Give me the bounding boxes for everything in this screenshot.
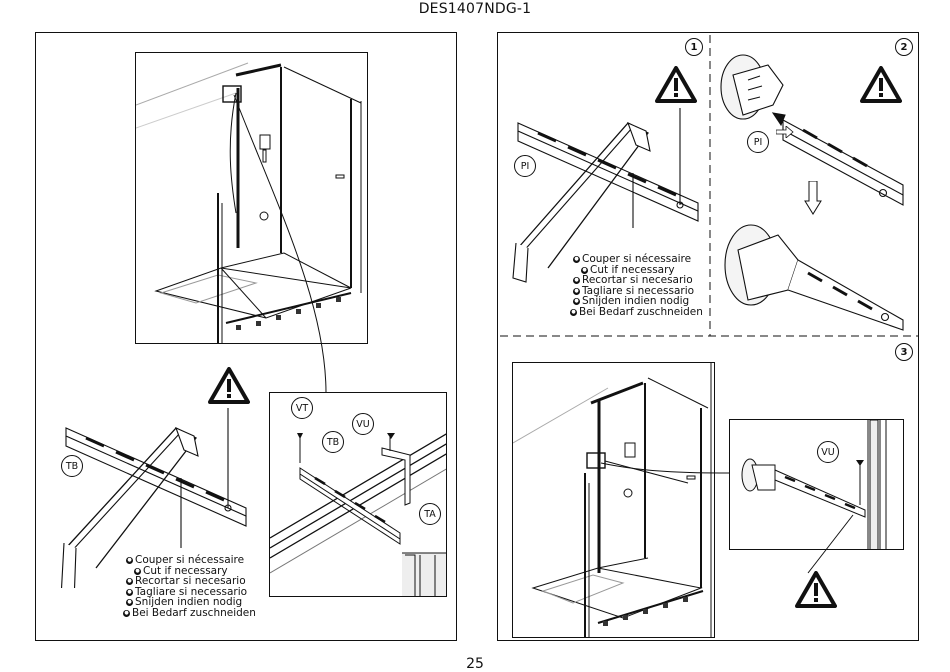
document-code: DES1407NDG-1 (418, 1, 532, 17)
warning-icon (860, 66, 902, 103)
label-tb-left: TB (61, 455, 83, 477)
cut-en: Cut if necessary (143, 564, 228, 577)
cut-instructions-left: ●Couper si nécessaire ●Cut if necessary … (123, 554, 256, 619)
cut-fr: Couper si nécessaire (582, 253, 692, 265)
cut-en: Cut if necessary (590, 263, 675, 276)
warning-icon (655, 66, 697, 103)
cut-it: Tagliare si necessario (582, 284, 695, 297)
step-1-badge: 1 (685, 38, 703, 56)
step-2-badge: 2 (895, 38, 913, 56)
cut-de: Bei Bedarf zuschneiden (132, 606, 256, 619)
down-arrow-icon (804, 181, 822, 215)
right-arrow-icon (776, 126, 794, 138)
cut-es: Recortar si necesario (135, 575, 246, 588)
warning-icon (795, 571, 837, 608)
cut-fr: Couper si nécessaire (135, 554, 245, 566)
shower-overview-figure (135, 52, 368, 344)
rail-mounting-detail: VT TB VU TA (269, 392, 447, 597)
step3-shower-figure (512, 362, 715, 638)
right-panel: 1 2 3 PI ●Couper si nécessaire ●Cut if n… (497, 32, 919, 641)
label-vt: VT (291, 397, 313, 419)
step-3-badge: 3 (895, 343, 913, 361)
label-ta: TA (419, 503, 441, 525)
cut-nl: Snijden indien nodig (135, 596, 243, 609)
end-cap-assembly-figure (720, 54, 904, 331)
label-vu-step3: VU (817, 441, 839, 463)
cut-nl: Snijden indien nodig (582, 295, 690, 308)
label-pi-step1: PI (514, 155, 536, 177)
page-number: 25 (466, 656, 484, 672)
label-tb-detail: TB (322, 431, 344, 453)
cut-instructions-right: ●Couper si nécessaire ●Cut if necessary … (570, 253, 703, 318)
cut-de: Bei Bedarf zuschneiden (579, 305, 703, 318)
rail-cutting-figure (60, 408, 247, 588)
left-panel: TB ●Couper si nécessaire ●Cut if necessa… (35, 32, 457, 641)
label-pi-step2: PI (747, 131, 769, 153)
cut-es: Recortar si necesario (582, 274, 693, 287)
leader-line (233, 94, 327, 394)
step3-leader-lines (600, 462, 854, 574)
warning-icon (208, 367, 250, 404)
cut-it: Tagliare si necessario (135, 585, 248, 598)
rail-cutting-figure-step1 (512, 108, 699, 283)
step3-rail-detail: VU (729, 419, 904, 550)
step-dividers (500, 35, 918, 337)
label-vu-left: VU (352, 413, 374, 435)
